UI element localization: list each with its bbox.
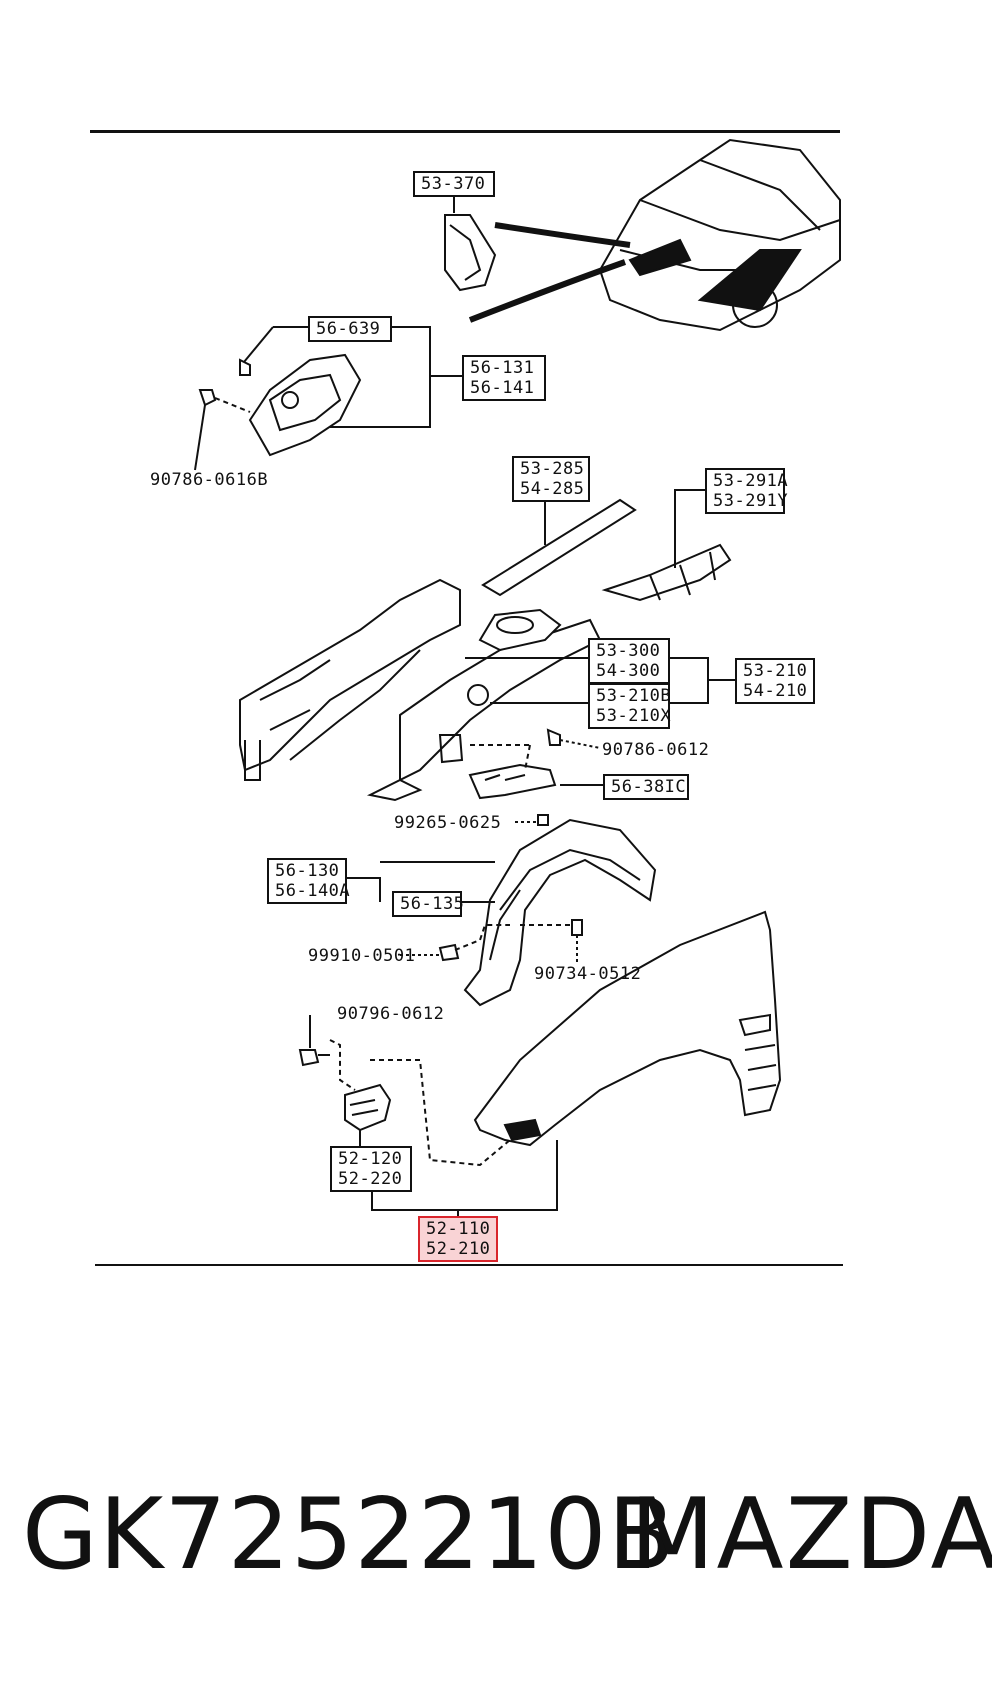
- callout-text: 56-135: [400, 894, 465, 914]
- callout-text: 53-210X: [596, 706, 672, 726]
- bottom-rule: [95, 1264, 843, 1266]
- callout-text: 56-639: [316, 319, 381, 339]
- label-90786-0616B: 90786-0616B: [150, 470, 269, 490]
- callout-text: 53-285: [520, 459, 585, 479]
- callout-text: 56-38IC: [611, 777, 687, 797]
- callout-text: 53-291Y: [713, 491, 789, 511]
- callout-56-135: 56-135: [392, 891, 465, 917]
- car-illustration: [598, 138, 841, 332]
- callout-53-370: 53-370: [413, 171, 495, 197]
- top-rule: [90, 130, 840, 133]
- callout-text: 53-291A: [713, 471, 789, 491]
- label-99265-0625: 99265-0625: [394, 813, 502, 833]
- footer-caption: GK7252210B MAZDA: [0, 1480, 992, 1590]
- callout-text: 52-220: [338, 1169, 403, 1189]
- callout-text: 56-130: [275, 861, 340, 881]
- part-number: GK7252210B: [22, 1478, 676, 1592]
- callout-text: 56-140A: [275, 881, 351, 901]
- label-90796-0612: 90796-0612: [337, 1004, 445, 1024]
- label-99910-0501: 99910-0501: [308, 946, 416, 966]
- callout-text: 53-210B: [596, 686, 672, 706]
- callout-56-639: 56-639: [308, 316, 392, 342]
- brand-name: MAZDA: [630, 1478, 992, 1592]
- callout-text: 56-141: [470, 378, 535, 398]
- label-90734-0512: 90734-0512: [534, 964, 642, 984]
- callout-text: 53-210: [743, 661, 808, 681]
- callout-text: 52-210: [426, 1239, 491, 1259]
- callout-56-38IC: 56-38IC: [603, 774, 689, 800]
- callout-text: 54-210: [743, 681, 808, 701]
- callout-text: 54-300: [596, 661, 661, 681]
- callout-text: 52-110: [426, 1219, 491, 1239]
- label-90786-0612: 90786-0612: [602, 740, 710, 760]
- callout-text: 52-120: [338, 1149, 403, 1169]
- callout-text: 53-300: [596, 641, 661, 661]
- callout-text: 54-285: [520, 479, 585, 499]
- callout-text: 56-131: [470, 358, 535, 378]
- callout-text: 53-370: [421, 174, 486, 194]
